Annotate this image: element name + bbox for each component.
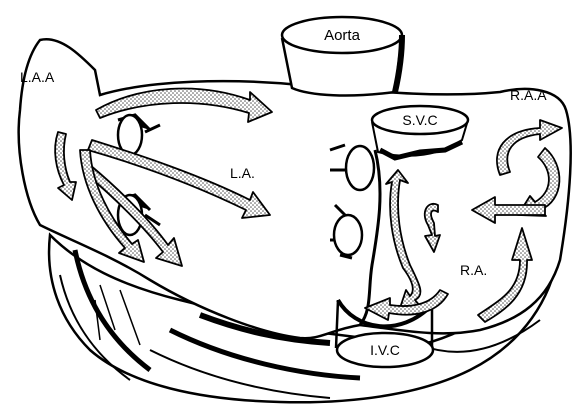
aorta-label: Aorta <box>324 27 361 44</box>
aorta: Aorta <box>282 17 402 95</box>
laa-label: L.A.A <box>20 69 55 85</box>
svc-label: S.V.C <box>402 112 437 128</box>
ivc-label: I.V.C <box>370 342 400 358</box>
raa-label: R.A.A <box>510 87 547 103</box>
ra-label: R.A. <box>460 262 487 278</box>
la-label: L.A. <box>230 165 255 181</box>
